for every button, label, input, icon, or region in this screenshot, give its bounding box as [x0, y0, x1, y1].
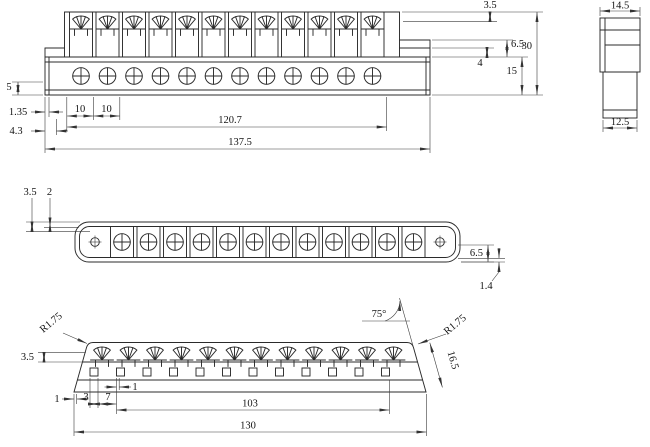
dim-front-offset: 4.3 [9, 126, 22, 137]
dim-plan-wall: 1.4 [479, 281, 493, 292]
front-terminal-cells [69, 11, 385, 58]
dim-front-width: 137.5 [228, 137, 252, 148]
dim-bottom-angle: 75° [372, 309, 387, 320]
dim-side-top-width: 14.5 [611, 1, 629, 12]
front-view: 3.5 6.5 4 15 30 5 1.35 4.3 10 10 120.7 1… [6, 0, 543, 153]
dim-plan-right: 6.5 [470, 248, 483, 259]
dim-front-span: 120.7 [218, 115, 242, 126]
dim-bottom-7: 7 [105, 392, 110, 403]
dim-front-step-a: 6.5 [511, 39, 524, 50]
bottom-slot-row [89, 367, 390, 377]
dim-front-left-5: 5 [6, 82, 11, 93]
plan-view: 3.5 2 6.5 1.4 [23, 187, 505, 292]
bottom-view: R1.75 R1.75 75° 16.5 3.5 1 3 7 [21, 298, 469, 436]
dim-bottom-span: 103 [242, 399, 258, 410]
dim-bottom-radius-right: R1.75 [442, 313, 469, 338]
dim-bottom-slant: 16.5 [445, 350, 461, 371]
dim-bottom-3: 3 [83, 392, 88, 403]
dim-bottom-1-mid: 1 [132, 382, 137, 393]
dim-bottom-width: 130 [240, 421, 256, 432]
dim-front-lip: 3.5 [483, 0, 496, 11]
dim-bottom-left: 3.5 [21, 352, 34, 363]
plan-terminal-cells [110, 226, 426, 258]
dim-front-height-30: 30 [522, 41, 533, 52]
dim-plan-end-b: 2 [47, 187, 52, 198]
dim-front-height-15: 15 [507, 66, 518, 77]
side-view: 14.5 12.5 [599, 1, 641, 132]
front-clamp-row [69, 15, 385, 36]
dim-front-pitch-a: 10 [75, 104, 86, 115]
dim-bottom-1-left: 1 [54, 394, 59, 405]
dim-plan-end-a: 3.5 [23, 187, 36, 198]
front-screw-row [72, 67, 382, 85]
dim-bottom-radius-left: R1.75 [38, 311, 65, 336]
dim-side-bottom-width: 12.5 [611, 117, 629, 128]
dim-front-pitch-b: 10 [101, 104, 112, 115]
bottom-clamp-row [90, 346, 406, 367]
dim-front-wall: 1.35 [9, 107, 27, 118]
dim-front-step-b: 4 [477, 58, 483, 69]
